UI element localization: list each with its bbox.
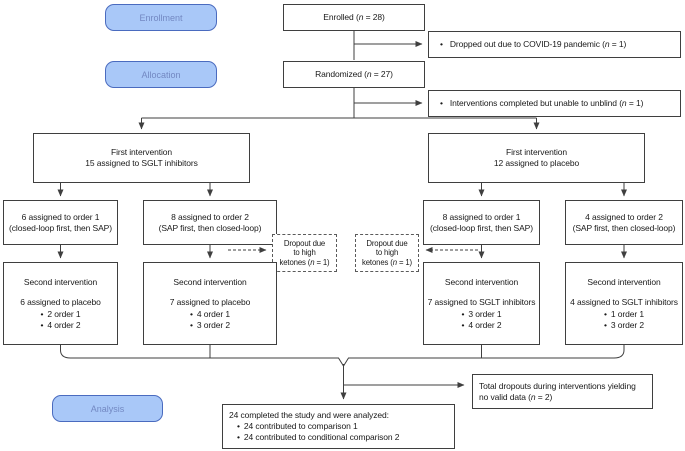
box-order1-placebo: 8 assigned to order 1 (closed-loop first… — [423, 200, 540, 245]
bullet-line: •4 order 2 — [461, 319, 502, 330]
box-line: (SAP first, then closed-loop) — [572, 222, 676, 233]
box-line: 4 assigned to order 2 — [585, 211, 663, 222]
box-line: (closed-loop first, then SAP) — [9, 222, 112, 233]
box-line: 6 assigned to order 1 — [21, 211, 100, 222]
box-randomized: Randomized (n = 27) — [283, 61, 425, 88]
stage-label: Analysis — [90, 403, 125, 414]
bullet-glyph: • — [237, 432, 240, 442]
box-title: Second intervention — [173, 276, 247, 287]
box-line: no valid data (n = 2) — [479, 391, 553, 402]
stage-label: Allocation — [141, 69, 181, 80]
box-order1-sglt: 6 assigned to order 1 (closed-loop first… — [3, 200, 118, 245]
bullet-glyph: • — [461, 308, 465, 319]
box-line: 12 assigned to placebo — [493, 158, 580, 168]
stage-label: Enrollment — [139, 12, 183, 23]
box-label: Enrolled (n = 28) — [323, 12, 385, 22]
box-label: Randomized (n = 27) — [315, 69, 393, 79]
bullet-glyph: • — [440, 98, 443, 108]
bullet-glyph: • — [603, 308, 607, 319]
box-second-intervention-3: Second intervention 7 assigned to SGLT i… — [423, 262, 540, 345]
box-first-intervention-sglt: First intervention 15 assigned to SGLT i… — [33, 133, 250, 183]
box-label: Dropped out due to COVID-19 pandemic (n … — [449, 39, 627, 49]
stage-pill-allocation: Allocation — [105, 61, 217, 88]
box-line: 8 assigned to order 1 — [442, 211, 521, 222]
box-second-intervention-2: Second intervention 7 assigned to placeb… — [143, 262, 277, 345]
bullet-glyph: • — [603, 319, 607, 330]
bullet-glyph: • — [461, 319, 465, 330]
bullet-glyph: • — [40, 308, 44, 319]
bullet-line: •4 order 2 — [40, 319, 81, 330]
box-title: 24 completed the study and were analyzed… — [229, 410, 389, 420]
box-line: 15 assigned to SGLT inhibitors — [85, 158, 198, 168]
bullet-line: •1 order 1 — [603, 308, 644, 319]
box-line: to high — [293, 248, 316, 258]
box-title: Second intervention — [444, 276, 519, 287]
box-line: Total dropouts during interventions yiel… — [479, 380, 636, 391]
stage-pill-enrollment: Enrollment — [105, 4, 217, 31]
box-line: 6 assigned to placebo — [20, 296, 101, 307]
box-line: First intervention — [110, 147, 173, 157]
box-analyzed: 24 completed the study and were analyzed… — [222, 404, 455, 449]
box-dropout-covid: • Dropped out due to COVID-19 pandemic (… — [428, 31, 681, 58]
bullet-line: •24 contributed to comparison 1 — [237, 421, 358, 431]
box-order2-sglt: 8 assigned to order 2 (SAP first, then c… — [143, 200, 277, 245]
box-unable-to-unblind: • Interventions completed but unable to … — [428, 90, 681, 117]
box-second-intervention-4: Second intervention 4 assigned to SGLT i… — [565, 262, 683, 345]
bullet-line: •4 order 1 — [189, 308, 230, 319]
box-line: ketones (n = 1) — [279, 257, 330, 267]
box-dropout-ketones-right: Dropout due to high ketones (n = 1) — [355, 234, 419, 272]
box-line: to high — [375, 248, 399, 258]
bullet-line: •24 contributed to conditional compariso… — [237, 432, 400, 442]
bullet-line: •3 order 2 — [189, 319, 230, 330]
box-line: Dropout due — [283, 238, 326, 248]
box-line: 8 assigned to order 2 — [171, 211, 249, 222]
box-line: 7 assigned to SGLT inhibitors — [427, 296, 536, 307]
bullet-glyph: • — [237, 421, 240, 431]
bullet-glyph: • — [40, 319, 44, 330]
box-second-intervention-1: Second intervention 6 assigned to placeb… — [3, 262, 118, 345]
box-line: (SAP first, then closed-loop) — [158, 222, 262, 233]
box-line: First intervention — [505, 147, 568, 157]
bullet-glyph: • — [189, 319, 193, 330]
box-line: Dropout due — [366, 238, 408, 248]
bullet-glyph: • — [440, 39, 443, 49]
bullet-glyph: • — [189, 308, 193, 319]
box-enrolled: Enrolled (n = 28) — [283, 4, 425, 31]
box-label: Interventions completed but unable to un… — [449, 98, 644, 108]
box-line: 4 assigned to SGLT inhibitors — [570, 296, 678, 307]
bullet-line: •2 order 1 — [40, 308, 81, 319]
box-line: (closed-loop first, then SAP) — [430, 222, 533, 233]
box-title: Second intervention — [587, 276, 661, 287]
bullet-line: •3 order 1 — [461, 308, 502, 319]
stage-pill-analysis: Analysis — [52, 395, 163, 422]
box-line: 7 assigned to placebo — [169, 296, 251, 307]
box-dropout-ketones-left: Dropout due to high ketones (n = 1) — [272, 234, 337, 272]
box-total-dropouts: Total dropouts during interventions yiel… — [472, 374, 653, 409]
box-order2-placebo: 4 assigned to order 2 (SAP first, then c… — [565, 200, 683, 245]
bullet-line: •3 order 2 — [603, 319, 644, 330]
box-title: Second intervention — [23, 276, 98, 287]
box-first-intervention-placebo: First intervention 12 assigned to placeb… — [428, 133, 645, 183]
box-line: ketones (n = 1) — [362, 257, 412, 267]
